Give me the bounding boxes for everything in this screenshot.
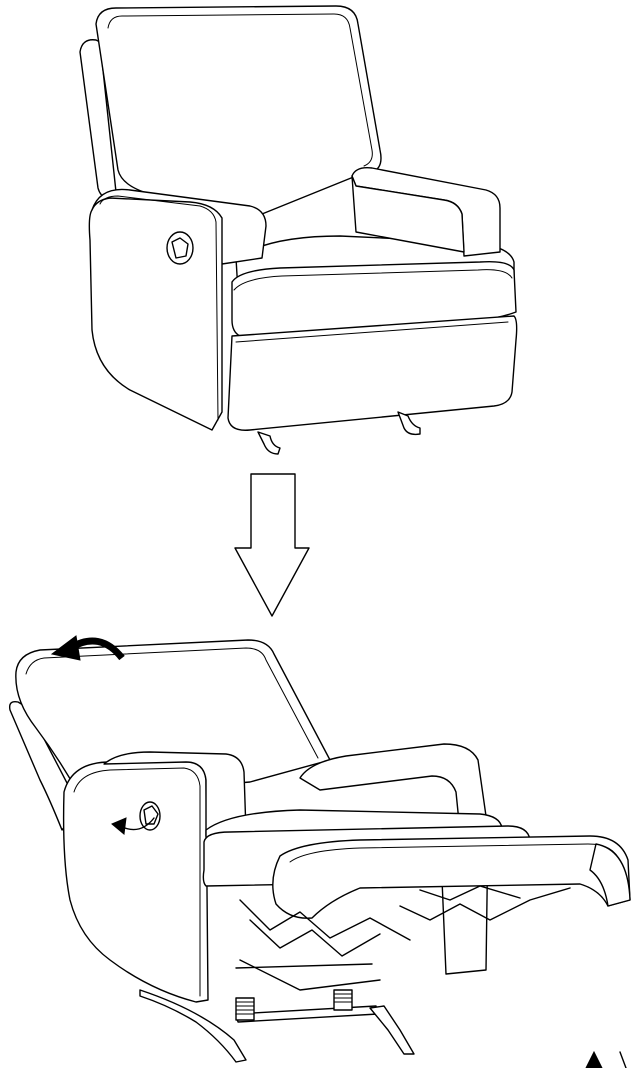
reclined-left-side-panel xyxy=(64,760,208,1002)
reclined-recliner xyxy=(10,636,630,1062)
upright-left-foot xyxy=(258,432,280,454)
down-arrow-icon xyxy=(235,474,309,616)
upright-back-cushion xyxy=(96,6,381,214)
reclined-right-spring xyxy=(334,990,352,1010)
upright-front-body xyxy=(228,316,517,430)
upright-recliner xyxy=(80,6,517,454)
reclined-right-rocker-foot xyxy=(370,1006,414,1054)
upright-left-side-panel xyxy=(89,198,222,430)
reclined-base-rail xyxy=(236,1006,378,1022)
reclined-recline-handle-icon xyxy=(140,802,160,830)
upright-right-foot xyxy=(398,412,420,434)
upright-recline-handle-icon xyxy=(167,232,193,264)
partial-corner-mark-icon xyxy=(586,1052,626,1068)
reclined-left-spring xyxy=(236,998,254,1020)
